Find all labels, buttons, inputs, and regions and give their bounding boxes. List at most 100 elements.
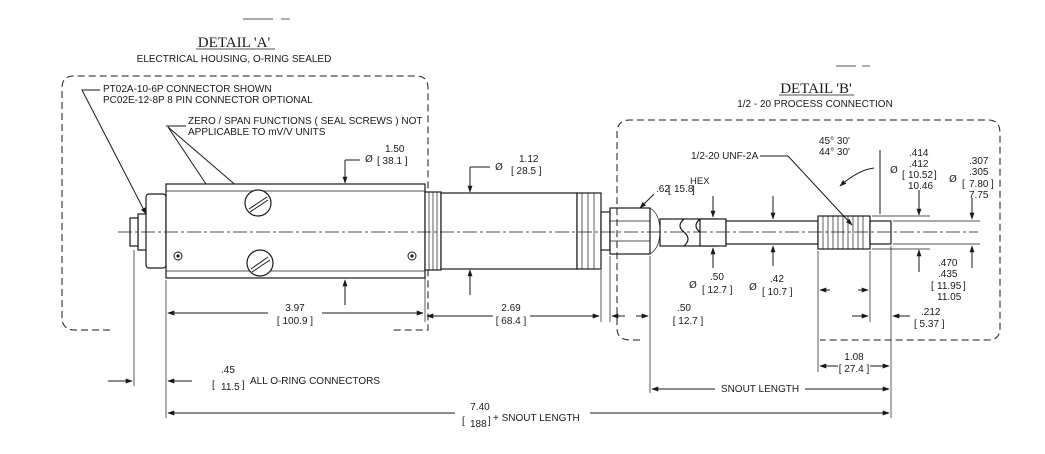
dim-mm-max: 10.52: [908, 170, 933, 181]
hex-dim-mm-close: ]: [692, 185, 695, 196]
connector: [129, 193, 167, 269]
dim-mm: 11.5: [221, 382, 240, 393]
zero-screw-slot: [248, 196, 268, 210]
dim-thread-major-dia: Ø .414 .412 [ 10.52 10.46 ]: [872, 148, 937, 272]
dim-mid-len: 2.69 [ 68.4 ]: [426, 303, 600, 327]
thread-label: 1/2-20 UNF-2A: [691, 151, 759, 162]
dim-mm: [ 100.9 ]: [277, 316, 313, 327]
dim-mm-min: 7.75: [969, 190, 989, 201]
neck-body-2: [699, 218, 727, 247]
snout-neck: [659, 218, 819, 247]
dim-in-min: .412: [909, 159, 929, 170]
electrical-housing: [165, 183, 426, 279]
hex-chamfer: [649, 207, 661, 255]
housing-collar: [424, 191, 442, 271]
dim-thread-length: .470 .435 [ 11.95 11.05 ]: [819, 258, 966, 303]
housing-body: [165, 183, 426, 279]
dim-mm: [ 38.1 ]: [377, 156, 408, 167]
bracket-open: [: [462, 416, 465, 427]
bracket-close: ]: [488, 416, 491, 427]
bracket-close: ]: [963, 281, 966, 292]
oring-note: ALL O-RING CONNECTORS: [250, 376, 380, 387]
span-screw-slot: [251, 259, 271, 273]
zero-span-note-1: ZERO / SPAN FUNCTIONS ( SEAL SCREWS ) NO…: [188, 116, 422, 127]
dim-in: 7.40: [470, 402, 490, 413]
dim-mm: [ 5.37 ]: [914, 319, 945, 330]
detail-a-subtitle: ELECTRICAL HOUSING, O-RING SEALED: [137, 54, 332, 65]
zero-span-note-2: APPLICABLE TO mV/V UNITS: [188, 127, 326, 138]
dim-snout-length: SNOUT LENGTH: [651, 384, 890, 395]
hex-dim: .62: [656, 184, 670, 195]
dim-tip-dia: Ø .307 .305 [ 7.80 7.75 ]: [893, 156, 994, 268]
angle-1: 45° 30': [819, 136, 850, 147]
hex-dim-mm: 15.8: [674, 184, 694, 195]
detail-a-title: DETAIL 'A': [198, 35, 271, 51]
bracket-close: ]: [242, 380, 245, 391]
dim-mm: [ 28.5 ]: [511, 166, 542, 177]
dim-mm-max: 7.80: [969, 179, 989, 190]
detail-b-header: DETAIL 'B' 1/2 - 20 PROCESS CONNECTION: [737, 65, 893, 110]
overall-note: + SNOUT LENGTH: [493, 413, 580, 424]
detail-a-header: DETAIL 'A' ELECTRICAL HOUSING, O-RING SE…: [137, 18, 332, 65]
dim-mm: [ 27.4 ]: [839, 364, 870, 375]
dim-mm: 188: [470, 419, 487, 430]
dim-in-max: .307: [969, 156, 989, 167]
housing-screw-hole-center: [410, 254, 414, 258]
dim-in-max: .470: [938, 258, 958, 269]
detail-a-boundary: [61, 75, 429, 331]
bracket-open: [: [212, 380, 215, 391]
detail-b-labels: 1/2-20 UNF-2A HEX .62 [ 15.8 ]: [639, 151, 853, 226]
bracket-open: [: [962, 179, 965, 190]
housing-screw-hole-center: [176, 254, 180, 258]
extension-lines: [165, 246, 892, 418]
dim-housing-len: 3.97 [ 100.9 ]: [167, 303, 424, 327]
snout-length-label: SNOUT LENGTH: [721, 384, 799, 395]
connector-note-2: PC02E-12-8P 8 PIN CONNECTOR OPTIONAL: [103, 95, 313, 106]
zero-seal-screw: [244, 189, 272, 217]
hex-leader: [639, 193, 655, 209]
dim-in: 2.69: [501, 303, 521, 314]
diameter-symbol: Ø: [949, 173, 957, 185]
mid-section: [440, 192, 611, 270]
dim-hex-len: .50 [ 12.7 ]: [611, 303, 704, 327]
span-seal-screw: [246, 249, 274, 277]
dim-in: .42: [770, 274, 784, 285]
housing-screw-hole: [173, 251, 183, 261]
dim-in: .45: [221, 365, 235, 376]
dim-mm-min: 10.46: [908, 181, 933, 192]
mid-rings: [576, 192, 602, 270]
dim-tip-length: .212 [ 5.37 ]: [852, 307, 945, 330]
dim-housing-dia: Ø 1.50 [ 38.1 ]: [342, 144, 408, 305]
detail-b-title: DETAIL 'B': [780, 81, 852, 97]
dim-in: .212: [921, 307, 941, 318]
dim-oring: .45 [ 11.5 ] ALL O-RING CONNECTORS: [108, 250, 380, 393]
hex-dim-mm-open: [: [668, 185, 671, 196]
mid-body: [440, 192, 578, 270]
dim-mm: [ 12.7 ]: [673, 316, 704, 327]
dim-mid-dia: Ø 1.12 [ 28.5 ]: [467, 154, 542, 295]
thread-body: [817, 215, 871, 250]
hex-label: HEX: [690, 176, 710, 187]
angle-arc: [839, 167, 875, 187]
snout-tip: [869, 220, 892, 245]
dim-in: .50: [677, 303, 691, 314]
dim-in: 1.50: [385, 144, 405, 155]
dim-in-min: .435: [938, 269, 958, 280]
bracket-open: [: [931, 281, 934, 292]
dim-in-min: .305: [969, 167, 989, 178]
zero-span-leader-1: [167, 126, 247, 195]
dim-mm: [ 68.4 ]: [496, 316, 527, 327]
dim-in-max: .414: [909, 148, 929, 159]
span-screw-slot: [250, 256, 269, 270]
thread-leader: [760, 155, 853, 226]
diameter-symbol: Ø: [890, 164, 898, 176]
chamfer-angle: 45° 30' 44° 30': [819, 136, 881, 214]
housing-screw-hole: [407, 251, 417, 261]
diameter-symbol: Ø: [749, 281, 757, 293]
dim-snout-dia: Ø .42 [ 10.7 ]: [749, 196, 793, 298]
dim-mm: [ 12.7 ]: [702, 285, 733, 296]
diameter-symbol: Ø: [495, 161, 503, 173]
bracket-close: ]: [991, 179, 994, 190]
connector-flange: [145, 193, 167, 269]
